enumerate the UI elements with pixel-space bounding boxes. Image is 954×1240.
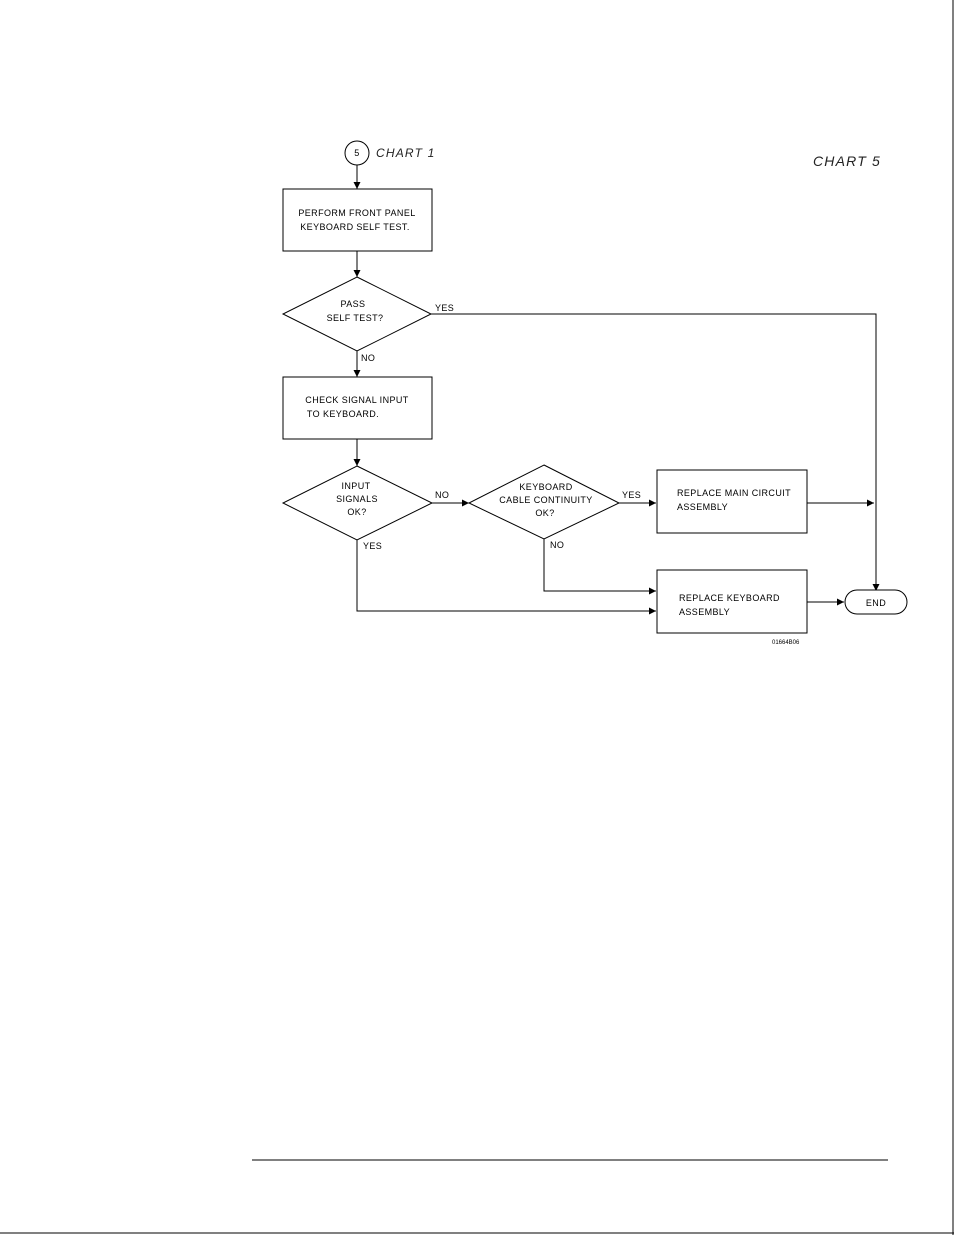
decision-input-signals-line-3: OK? — [347, 507, 366, 517]
page-title: CHART 5 — [813, 153, 881, 169]
label-input-no: NO — [435, 490, 449, 500]
label-pass-no: NO — [361, 353, 375, 363]
label-input-yes: YES — [363, 541, 382, 551]
decision-pass-self-test-line-1: PASS — [341, 299, 366, 309]
edge-pass-yes — [431, 314, 876, 591]
decision-input-signals-line-1: INPUT — [342, 481, 371, 491]
decision-cable-continuity-line-1: KEYBOARD — [519, 482, 572, 492]
decision-cable-continuity-line-3: OK? — [535, 508, 554, 518]
node-replace-main-circuit-line-2: ASSEMBLY — [677, 502, 728, 512]
node-check-signal-input-line-1: CHECK SIGNAL INPUT — [305, 395, 408, 405]
edge-input-yes — [357, 540, 656, 611]
figure-id: 01664B06 — [772, 640, 800, 646]
node-check-signal-input-line-2: TO KEYBOARD. — [307, 409, 379, 419]
decision-input-signals-line-2: SIGNALS — [336, 494, 378, 504]
node-perform-self-test-line-2: KEYBOARD SELF TEST. — [300, 222, 409, 232]
decision-pass-self-test-line-2: SELF TEST? — [327, 313, 384, 323]
node-replace-keyboard-line-1: REPLACE KEYBOARD — [679, 593, 780, 603]
connector-number: 5 — [354, 148, 359, 158]
node-perform-self-test-line-1: PERFORM FRONT PANEL — [298, 208, 415, 218]
node-replace-keyboard-line-2: ASSEMBLY — [679, 607, 730, 617]
label-cable-yes: YES — [622, 490, 641, 500]
node-replace-main-circuit-line-1: REPLACE MAIN CIRCUIT — [677, 488, 791, 498]
terminator-end-label: END — [866, 598, 886, 608]
label-pass-yes: YES — [435, 303, 454, 313]
node-perform-self-test — [283, 189, 432, 251]
decision-cable-continuity-line-2: CABLE CONTINUITY — [499, 495, 592, 505]
connector-label: CHART 1 — [376, 146, 436, 160]
node-check-signal-input — [283, 377, 432, 439]
label-cable-no: NO — [550, 540, 564, 550]
